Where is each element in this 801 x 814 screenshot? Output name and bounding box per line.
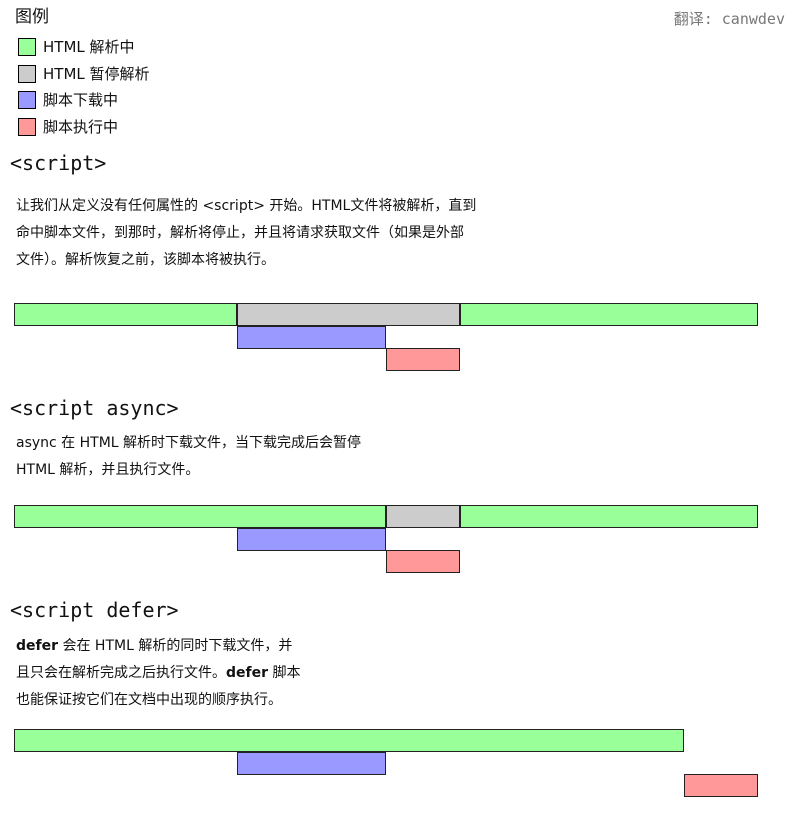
timeline-bar-html-parsing [14, 729, 684, 752]
timeline-bar-html-parsing [14, 303, 238, 326]
description-line: defer 会在 HTML 解析的同时下载文件，并 [16, 633, 300, 660]
legend-swatch-blue [18, 91, 36, 109]
legend-item-script-download: 脚本下载中 [18, 89, 118, 111]
timeline-defer [0, 729, 801, 799]
legend-swatch-red [18, 118, 36, 136]
timeline-bar-script-execution [386, 348, 461, 371]
legend-label: HTML 解析中 [43, 38, 135, 56]
description-line: 且只会在解析完成之后执行文件。defer 脚本 [16, 660, 300, 687]
defer-keyword: defer [226, 665, 269, 681]
description-text: 且只会在解析完成之后执行文件。 [16, 665, 226, 681]
legend-swatch-gray [18, 65, 36, 83]
description-text: 脚本 [268, 665, 301, 681]
legend-swatch-green [18, 38, 36, 56]
timeline-async [0, 505, 801, 575]
legend-item-html-parsing: HTML 解析中 [18, 36, 135, 58]
translation-credit: 翻译: canwdev [673, 10, 785, 28]
description-line: 文件）。解析恢复之前，该脚本将被执行。 [16, 252, 275, 268]
description-text: 会在 HTML 解析的同时下载文件，并 [58, 638, 293, 654]
timeline-script [0, 303, 801, 373]
timeline-bar-html-parsing [460, 303, 758, 326]
timeline-bar-script-execution [683, 774, 758, 797]
timeline-bar-html-paused [237, 303, 461, 326]
legend-item-html-paused: HTML 暂停解析 [18, 63, 150, 85]
section-description-async: async 在 HTML 解析时下载文件，当下载完成后会暂停 HTML 解析，并… [16, 430, 361, 484]
legend-label: 脚本下载中 [43, 91, 119, 109]
description-line: HTML 解析，并且执行文件。 [16, 462, 200, 478]
timeline-bar-script-download [237, 751, 386, 775]
description-line: 也能保证按它们在文档中出现的顺序执行。 [16, 692, 282, 708]
section-description-script: 让我们从定义没有任何属性的 <script> 开始。HTML文件将被解析，直到 … [16, 193, 476, 274]
section-title-defer: <script defer> [10, 598, 179, 622]
timeline-bar-html-paused [386, 505, 461, 528]
legend-title: 图例 [15, 7, 49, 27]
timeline-bar-html-parsing [14, 505, 386, 528]
timeline-bar-script-download [237, 325, 386, 349]
timeline-bar-script-download [237, 527, 386, 551]
description-line: 命中脚本文件，到那时，解析将停止，并且将请求获取文件（如果是外部 [16, 225, 464, 241]
legend-label: 脚本执行中 [43, 118, 119, 136]
section-title-async: <script async> [10, 396, 179, 420]
section-title-script: <script> [10, 151, 107, 175]
legend-label: HTML 暂停解析 [43, 65, 150, 83]
description-line: async 在 HTML 解析时下载文件，当下载完成后会暂停 [16, 435, 362, 451]
section-description-defer: defer 会在 HTML 解析的同时下载文件，并 且只会在解析完成之后执行文件… [16, 633, 300, 714]
timeline-bar-script-execution [386, 550, 461, 573]
defer-keyword: defer [16, 638, 59, 654]
timeline-bar-html-parsing [460, 505, 758, 528]
description-line: 让我们从定义没有任何属性的 <script> 开始。HTML文件将被解析，直到 [16, 198, 477, 214]
legend-item-script-execution: 脚本执行中 [18, 116, 118, 138]
